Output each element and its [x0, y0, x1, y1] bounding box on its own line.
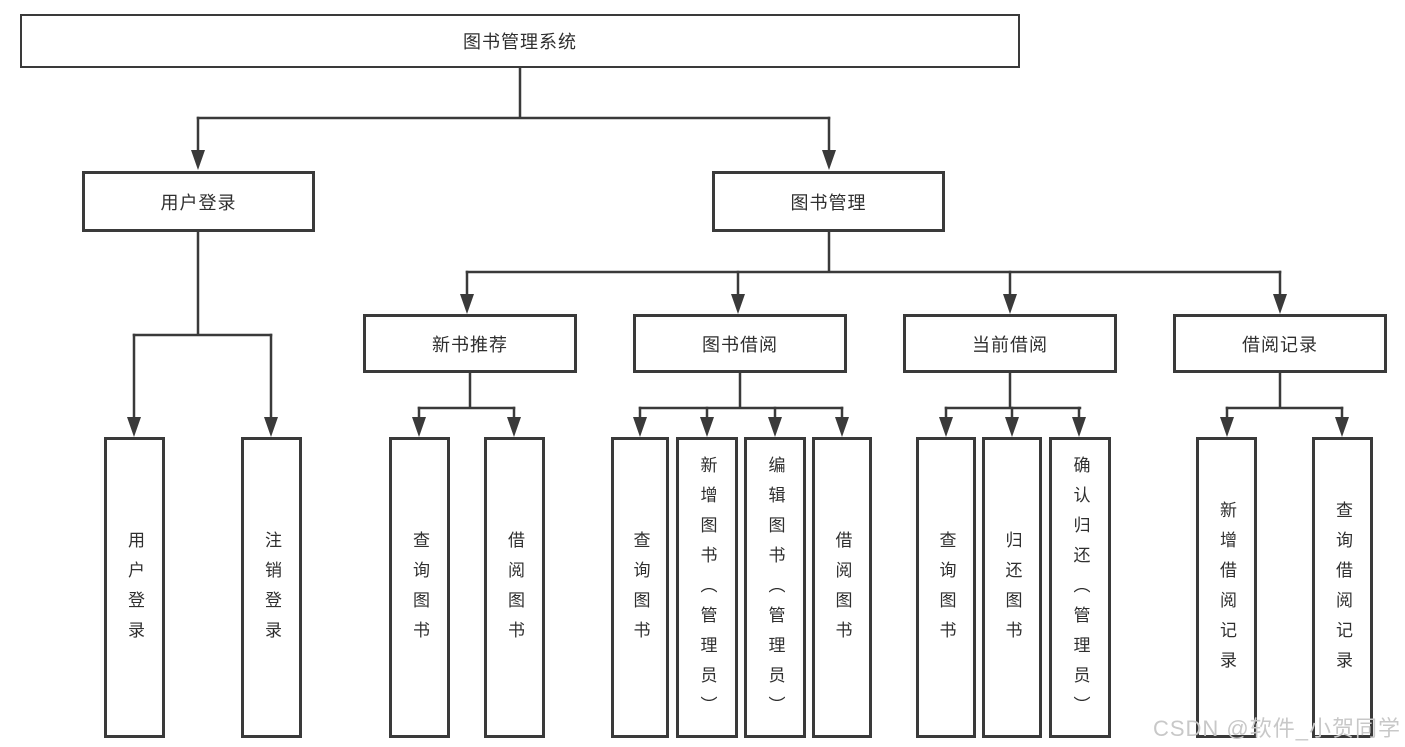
node-leaf-add-borrow-record: 新增借阅记录	[1196, 437, 1257, 738]
node-leaf-edit-book-admin: 编辑图书（管理员）	[744, 437, 806, 738]
arrow-shafts	[132, 116, 1344, 421]
tree-edge-lines	[132, 66, 1344, 410]
node-leaf-borrow-books: 借阅图书	[812, 437, 872, 738]
node-leaf-borrow-books-recommend: 借阅图书	[484, 437, 545, 738]
node-leaf-query-books-borrow: 查询图书	[611, 437, 669, 738]
csdn-watermark: CSDN @软件_小贺同学	[1152, 716, 1401, 741]
node-current-borrow: 当前借阅	[903, 314, 1117, 373]
node-book-borrow: 图书借阅	[633, 314, 847, 373]
node-library-system: 图书管理系统	[20, 14, 1020, 68]
node-leaf-query-books-recommend: 查询图书	[389, 437, 450, 738]
node-user-login: 用户登录	[82, 171, 315, 232]
node-leaf-return-book: 归还图书	[982, 437, 1042, 738]
node-leaf-confirm-return-admin: 确认归还（管理员）	[1049, 437, 1111, 738]
node-new-book-recommend: 新书推荐	[363, 314, 577, 373]
node-borrow-records: 借阅记录	[1173, 314, 1387, 373]
node-leaf-add-book-admin: 新增图书（管理员）	[676, 437, 738, 738]
node-book-management: 图书管理	[712, 171, 945, 232]
node-leaf-query-borrow-record: 查询借阅记录	[1312, 437, 1373, 738]
node-leaf-user-login: 用户登录	[104, 437, 165, 738]
node-leaf-query-books-current: 查询图书	[916, 437, 976, 738]
node-leaf-logout: 注销登录	[241, 437, 302, 738]
